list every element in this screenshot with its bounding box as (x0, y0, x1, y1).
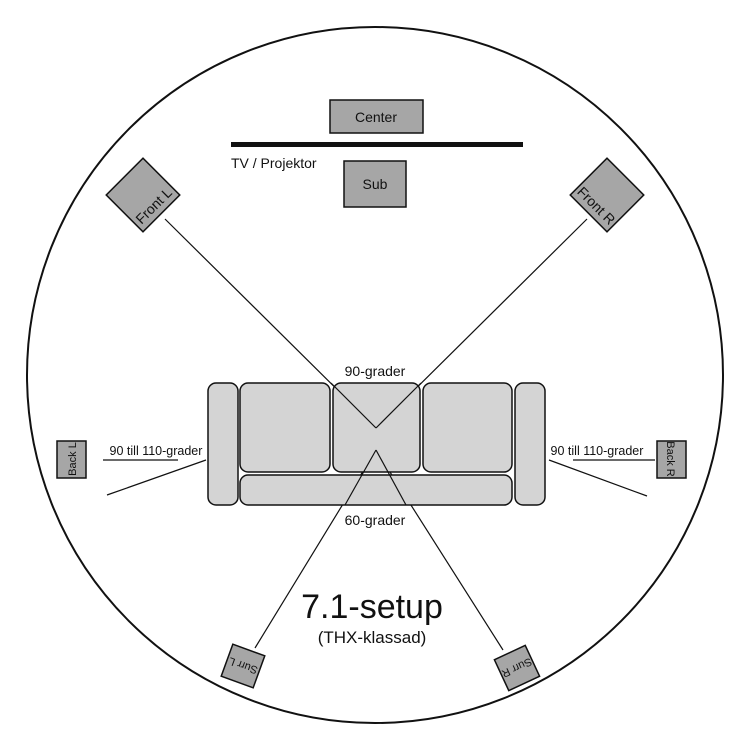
sub-speaker-label: Sub (363, 176, 388, 192)
surr-left-speaker: Surr L (220, 643, 266, 689)
front-left-speaker: Front L (105, 157, 181, 233)
back-right-angle-label: 90 till 110-grader (551, 444, 644, 458)
front-left-line-inner (330, 382, 377, 429)
back-left-diagonal (106, 459, 207, 496)
diagram-title: 7.1-setup (301, 588, 443, 626)
back-left-angle-label: 90 till 110-grader (110, 444, 203, 458)
front-right-speaker: Front R (569, 157, 645, 233)
sub-speaker: Sub (343, 160, 407, 208)
back-right-speaker: Back R (656, 440, 687, 479)
room-circle (26, 26, 724, 724)
surround-angle-label: 60-grader (345, 512, 406, 528)
back-left-speaker: Back L (56, 440, 87, 479)
screen-label: TV / Projektor (231, 155, 317, 171)
front-right-line-inner (375, 382, 422, 429)
diagram-subtitle: (THX-klassad) (318, 628, 427, 647)
back-left-label: Back L (67, 442, 79, 476)
tv-screen-bar (231, 142, 523, 147)
surr-left-line-inner (344, 449, 377, 506)
back-right-label: Back R (664, 441, 676, 477)
center-speaker: Center (329, 99, 424, 134)
back-right-diagonal (548, 459, 648, 497)
surr-right-speaker: Surr R (493, 644, 541, 692)
center-speaker-label: Center (355, 109, 397, 125)
surr-right-line-inner (375, 449, 407, 506)
sofa (207, 382, 546, 506)
front-angle-label: 90-grader (345, 363, 406, 379)
